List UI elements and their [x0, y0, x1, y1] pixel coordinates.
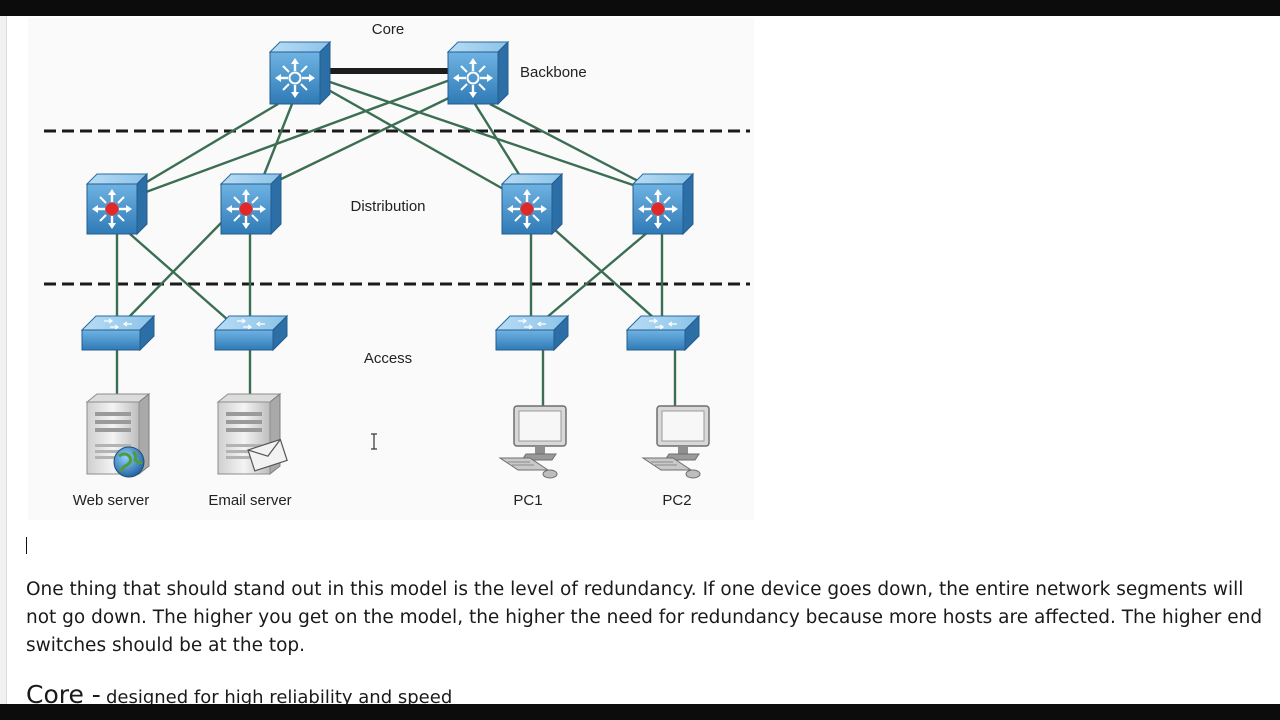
label-access: Access [364, 350, 412, 367]
text-cursor-icon [371, 433, 377, 450]
label-email-server: Email server [208, 492, 291, 509]
email-server-icon [217, 393, 288, 475]
web-server-icon [86, 393, 150, 478]
distribution-access-links [115, 221, 664, 321]
pc1-icon [499, 405, 567, 479]
access-switch-3 [495, 315, 569, 351]
label-backbone: Backbone [520, 64, 587, 81]
label-pc2: PC2 [662, 492, 691, 509]
access-switch-4 [626, 315, 700, 351]
top-black-bar [0, 0, 1280, 16]
redundancy-paragraph: One thing that should stand out in this … [26, 579, 1263, 656]
core-distribution-links [139, 78, 641, 194]
left-window-edge [0, 16, 7, 704]
access-switch-1 [81, 315, 155, 351]
distribution-switch-3 [502, 174, 562, 234]
label-pc1: PC1 [513, 492, 542, 509]
access-switch-2 [214, 315, 288, 351]
pc2-icon [642, 405, 710, 479]
distribution-switch-4 [633, 174, 693, 234]
distribution-switch-1 [87, 174, 147, 234]
core-heading-text: designed for high reliability and speed [105, 687, 453, 708]
bottom-black-bar [0, 704, 1280, 720]
text-insertion-caret [26, 537, 27, 554]
label-core: Core [372, 21, 405, 38]
access-endpoint-links [115, 350, 677, 406]
label-distribution: Distribution [350, 198, 425, 215]
core-switch-2 [448, 42, 508, 104]
label-web-server: Web server [73, 492, 149, 509]
core-switch-1 [270, 42, 330, 104]
distribution-switch-2 [221, 174, 281, 234]
